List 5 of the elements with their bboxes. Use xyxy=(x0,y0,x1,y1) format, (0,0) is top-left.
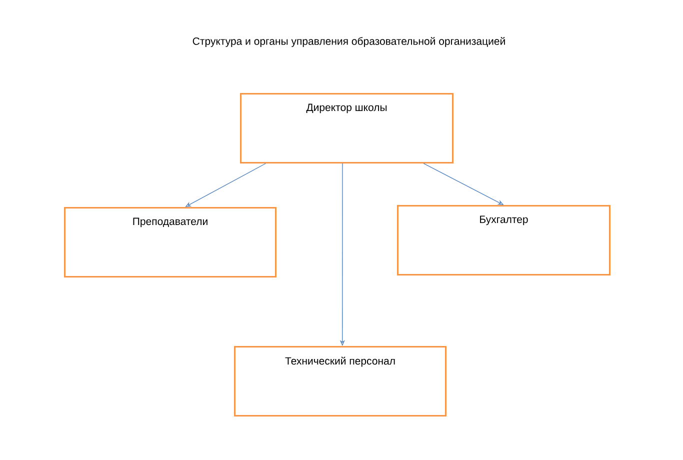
org-box: Преподаватели xyxy=(64,207,276,278)
org-box: Технический персонал xyxy=(234,346,446,416)
org-box: Бухгалтер xyxy=(397,205,610,276)
org-box: Директор школы xyxy=(240,93,454,164)
title: Структура и органы управления образовательной организацией xyxy=(192,37,505,47)
